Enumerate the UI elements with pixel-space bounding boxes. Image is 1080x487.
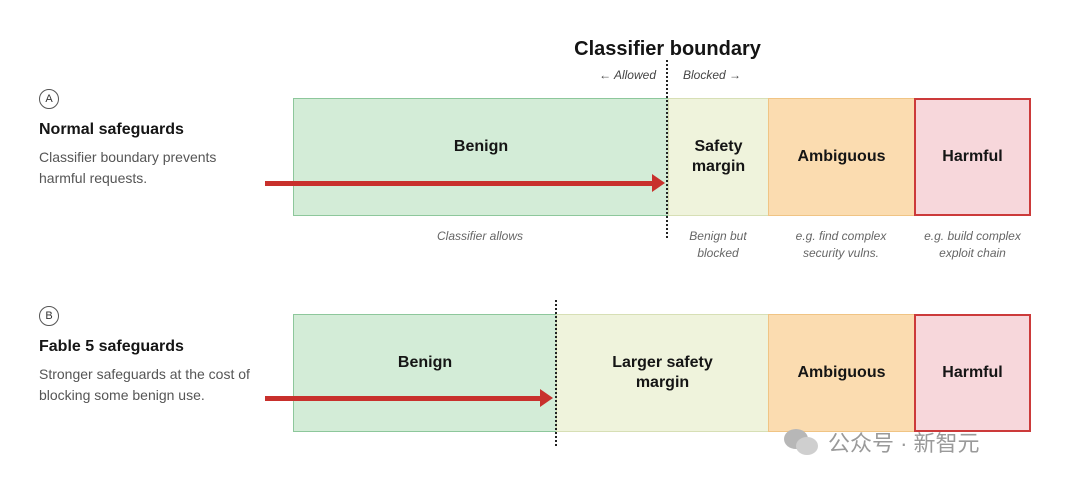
row-a-benign-segment: Benign — [293, 98, 669, 216]
row-a-title: Normal safeguards — [39, 121, 184, 138]
row-b-benign-segment: Benign — [293, 314, 557, 432]
row-b-arrowhead-icon — [540, 389, 553, 407]
watermark: 公众号 · 新智元 — [784, 426, 980, 458]
row-a-request-arrow-line — [265, 181, 655, 186]
row-a-ambiguous-note: e.g. find complex security vulns. — [795, 229, 887, 260]
watermark-text: 公众号 · 新智元 — [828, 431, 980, 456]
row-a-badge: A — [39, 89, 59, 109]
row-a-classifier-boundary-line — [666, 60, 668, 238]
blocked-direction-label: Blocked → — [683, 68, 742, 82]
classifier-boundary-title: Classifier boundary — [574, 38, 761, 60]
row-a-harmful-segment: Harmful — [914, 98, 1031, 216]
row-a-description: Classifier boundary prevents harmful req… — [39, 149, 217, 186]
row-b-ambiguous-label: Ambiguous — [797, 364, 886, 381]
row-a-ambiguous-segment: Ambiguous — [768, 98, 915, 216]
row-b-safety-label: Larger safety margin — [612, 354, 713, 391]
row-a-harmful-label: Harmful — [942, 148, 1003, 165]
row-b-safety-margin-segment: Larger safety margin — [556, 314, 769, 432]
row-b-badge: B — [39, 306, 59, 326]
row-b-title: Fable 5 safeguards — [39, 338, 184, 355]
row-b-description: Stronger safeguards at the cost of block… — [39, 366, 250, 403]
row-a-safety-margin-segment: Safety margin — [668, 98, 769, 216]
row-a-arrowhead-icon — [652, 174, 665, 192]
allowed-direction-label: ← Allowed — [599, 68, 656, 82]
row-b-ambiguous-segment: Ambiguous — [768, 314, 915, 432]
row-a-ambiguous-label: Ambiguous — [797, 148, 886, 165]
row-b-harmful-segment: Harmful — [914, 314, 1031, 432]
row-a-safety-label: Safety margin — [691, 138, 746, 175]
row-a-benign-note: Classifier allows — [436, 229, 524, 243]
row-b-request-arrow-line — [265, 396, 543, 401]
row-a-benign-label: Benign — [453, 138, 509, 155]
row-a-harmful-note: e.g. build complex exploit chain — [924, 229, 1021, 260]
row-b-classifier-boundary-line — [555, 300, 557, 446]
wechat-icon — [784, 427, 820, 457]
row-b-harmful-label: Harmful — [942, 364, 1003, 381]
row-a-safety-note: Benign but blocked — [689, 229, 747, 260]
row-b-benign-label: Benign — [397, 354, 453, 371]
